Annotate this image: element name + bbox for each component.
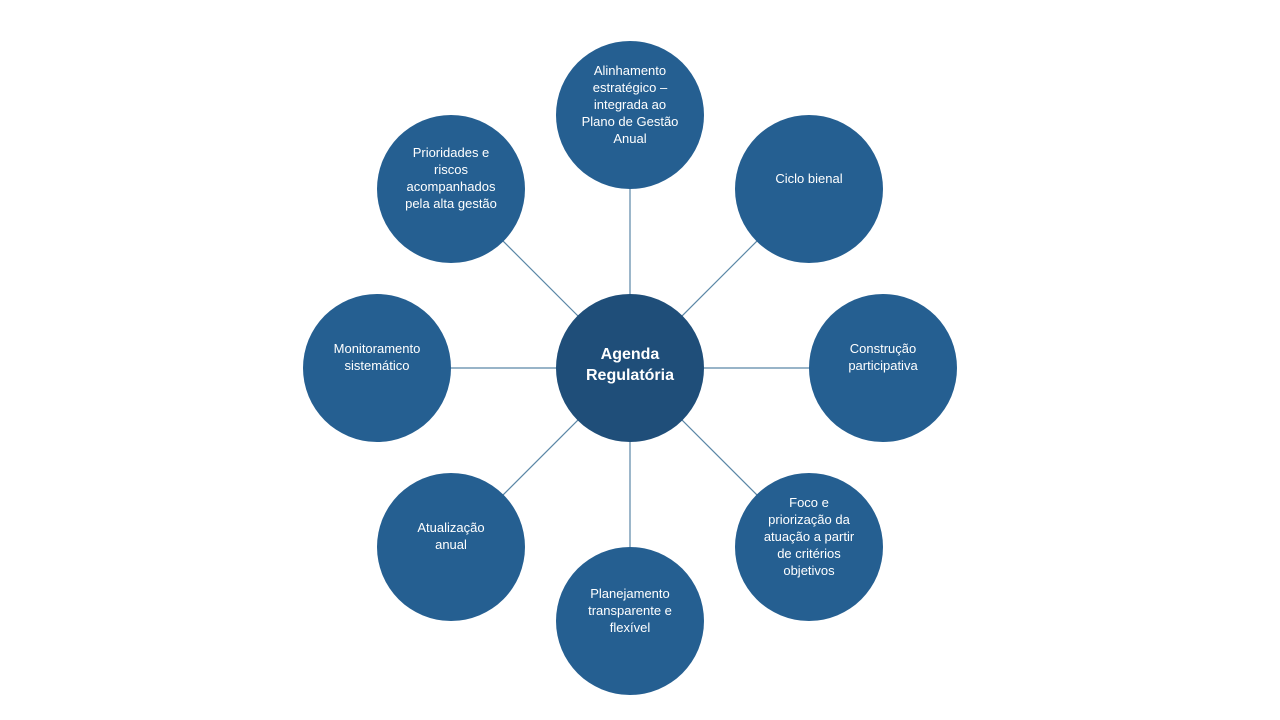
node-text-line: priorização da [768, 511, 850, 527]
node-construcao-participativa: Construção participativa [809, 294, 957, 442]
node-alinhamento-estrategico: Alinhamento estratégico – integrada ao P… [556, 41, 704, 189]
node-text-line: Alinhamento [593, 62, 667, 78]
center-node-agenda-regulatoria: Agenda Regulatória [556, 294, 704, 442]
node-text-line: pela alta gestão [405, 196, 497, 211]
node-text-line: integrada ao [593, 96, 667, 112]
node-text-line: Foco e [789, 494, 829, 510]
node-text-line: Ciclo bienal [775, 170, 843, 186]
node-text-line: Planejamento [590, 585, 670, 601]
node-foco-priorizacao: Foco e priorização da atuação a partir d… [735, 473, 883, 621]
node-text-line: Regulatória [585, 367, 674, 384]
node-text-line: Prioridades e [412, 145, 490, 160]
node-text-line: objetivos [783, 562, 835, 578]
node-text-line: de critérios [777, 545, 841, 561]
node-atualizacao-anual: Atualização anual [377, 473, 525, 621]
node-text-line: anual [435, 537, 467, 552]
node-text-line: acompanhados [406, 179, 496, 194]
node-text-line: estratégico – [592, 79, 668, 95]
node-text-line: Monitoramento [333, 341, 421, 356]
node-text-line: Anual [613, 130, 647, 146]
node-text-line: flexível [609, 619, 651, 635]
node-text-line: riscos [434, 162, 468, 177]
node-prioridades-riscos: Prioridades e riscos acompanhados pela a… [377, 115, 525, 263]
node-text-line: Atualização [417, 520, 485, 535]
node-text-line: Agenda [600, 346, 660, 363]
node-text-line: transparente e [588, 602, 672, 618]
node-ciclo-bienal: Ciclo bienal [735, 115, 883, 263]
node-planejamento-transparente: Planejamento transparente e flexível [556, 547, 704, 695]
node-text-line: participativa [848, 358, 918, 373]
node-monitoramento-sistematico: Monitoramento sistemático [303, 294, 451, 442]
node-text-line: Plano de Gestão [581, 113, 679, 129]
node-text-line: atuação a partir [763, 528, 855, 544]
node-text-line: Construção [849, 341, 917, 356]
node-text-line: sistemático [344, 358, 410, 373]
